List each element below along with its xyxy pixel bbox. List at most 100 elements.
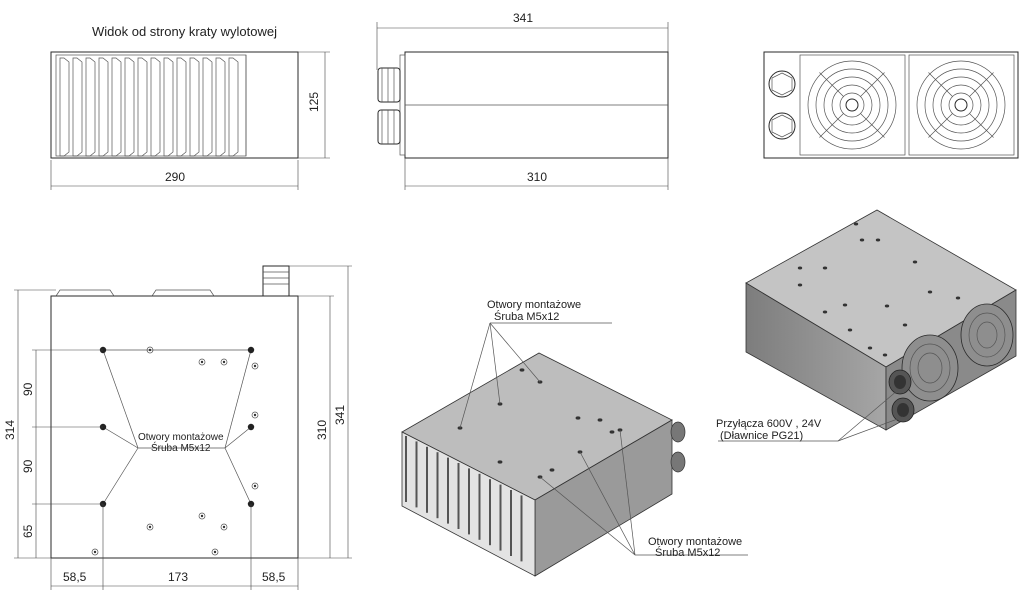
small-hole <box>251 482 259 490</box>
dim-front-height: 125 <box>307 92 321 112</box>
iso-hole <box>853 222 859 226</box>
small-hole-center <box>253 484 257 488</box>
cable-gland-top <box>377 67 401 103</box>
iso-bottom-leaders <box>539 429 748 556</box>
dim-side-total: 341 <box>513 11 533 25</box>
leader-lines <box>102 349 252 505</box>
small-hole-center <box>148 348 152 352</box>
dim-plan-h2: 173 <box>168 570 188 584</box>
dim-front-width: 290 <box>165 170 185 184</box>
small-hole-center <box>253 413 257 417</box>
iso-hole <box>797 266 803 270</box>
iso-right-fans <box>901 303 1014 402</box>
front-view: Widok od strony kraty wylotowej 290 125 <box>50 24 330 190</box>
iso-hole <box>875 238 881 242</box>
grille-slat <box>189 57 200 157</box>
small-hole-center <box>213 550 217 554</box>
iso-hole <box>549 468 555 472</box>
gland-hole-bottom <box>768 112 796 140</box>
fan-ring <box>932 76 990 134</box>
fan-ring <box>839 92 865 118</box>
grille-slat <box>215 57 226 157</box>
fan-spoke <box>819 113 844 138</box>
fan-right <box>916 60 1006 150</box>
small-hole <box>198 512 206 520</box>
iso-hole <box>882 353 888 357</box>
fan-spoke <box>860 72 885 97</box>
fan-spoke <box>928 72 953 97</box>
iso-center-view: Otwory montażowe Śruba M5x12 Otwory mont… <box>401 299 748 577</box>
plan-label-line2: Śruba M5x12 <box>151 441 211 454</box>
grille-slat <box>59 57 70 157</box>
fan-spoke <box>860 113 885 138</box>
iso-hole <box>497 460 503 464</box>
grille-slat <box>163 57 174 157</box>
dim-side-body: 310 <box>527 170 547 184</box>
iso-hole <box>884 304 890 308</box>
iso-center-glands <box>670 421 686 473</box>
iso-hole <box>902 323 908 327</box>
fan-hub <box>845 98 859 112</box>
small-hole-center <box>148 525 152 529</box>
iso-hole <box>609 430 615 434</box>
plan-view: Otwory montażowe Śruba M5x12 314 90 90 6… <box>3 265 352 590</box>
iso-hole <box>597 418 603 422</box>
small-hole <box>146 523 154 531</box>
front-view-title: Widok od strony kraty wylotowej <box>92 24 277 39</box>
small-hole <box>220 358 228 366</box>
dim-plan-v1: 90 <box>21 382 35 396</box>
small-hole <box>211 548 219 556</box>
iso-right-leaders <box>718 389 904 442</box>
fan-frame-right <box>908 54 1015 156</box>
iso-bottom-label-line1: Otwory montażowe <box>648 536 742 548</box>
fan-left <box>807 60 897 150</box>
fan-ring <box>924 68 998 142</box>
dim-plan-v3: 65 <box>21 524 35 538</box>
iso-hole <box>927 290 933 294</box>
iso-hole <box>822 310 828 314</box>
grille-slat <box>202 57 213 157</box>
iso-right-label-line2: (Dławnice PG21) <box>720 430 803 442</box>
side-view: 341 310 <box>376 11 669 190</box>
fan-spoke <box>969 72 994 97</box>
iso-hole <box>842 303 848 307</box>
grille-slat <box>137 57 148 157</box>
grille-slat <box>72 57 83 157</box>
plan-gland <box>262 265 290 297</box>
fan-spoke <box>969 113 994 138</box>
dim-plan-right-inner: 310 <box>315 420 329 440</box>
iso-hole <box>822 266 828 270</box>
fan-spoke <box>928 113 953 138</box>
iso-right-glands <box>888 369 915 423</box>
small-hole-center <box>253 364 257 368</box>
fan-ring <box>916 60 1006 150</box>
grille-slat <box>124 57 135 157</box>
side-flange <box>399 54 406 156</box>
iso-hole <box>912 260 918 264</box>
dim-plan-h3: 58,5 <box>262 570 286 584</box>
small-hole-center <box>222 525 226 529</box>
iso-hole <box>847 328 853 332</box>
small-hole-center <box>200 360 204 364</box>
cable-gland-bottom <box>377 109 401 145</box>
small-hole <box>251 411 259 419</box>
dim-plan-right-outer: 341 <box>333 405 347 425</box>
grille-slats <box>59 57 239 157</box>
grille-slat <box>111 57 122 157</box>
small-hole-center <box>222 360 226 364</box>
mounting-hole <box>247 423 255 431</box>
grille-slat <box>85 57 96 157</box>
iso-top-label-line2: Śruba M5x12 <box>494 310 559 323</box>
small-hole <box>220 523 228 531</box>
iso-bottom-label-line2: Śruba M5x12 <box>655 546 720 559</box>
grille-slat <box>150 57 161 157</box>
iso-center-grille <box>405 436 523 562</box>
iso-right-holes <box>797 222 961 357</box>
grille-slat <box>176 57 187 157</box>
fan-frame-left <box>799 54 906 156</box>
iso-hole <box>867 346 873 350</box>
grille-slat <box>228 57 239 157</box>
rear-view <box>763 51 1019 159</box>
fan-ring <box>815 68 889 142</box>
